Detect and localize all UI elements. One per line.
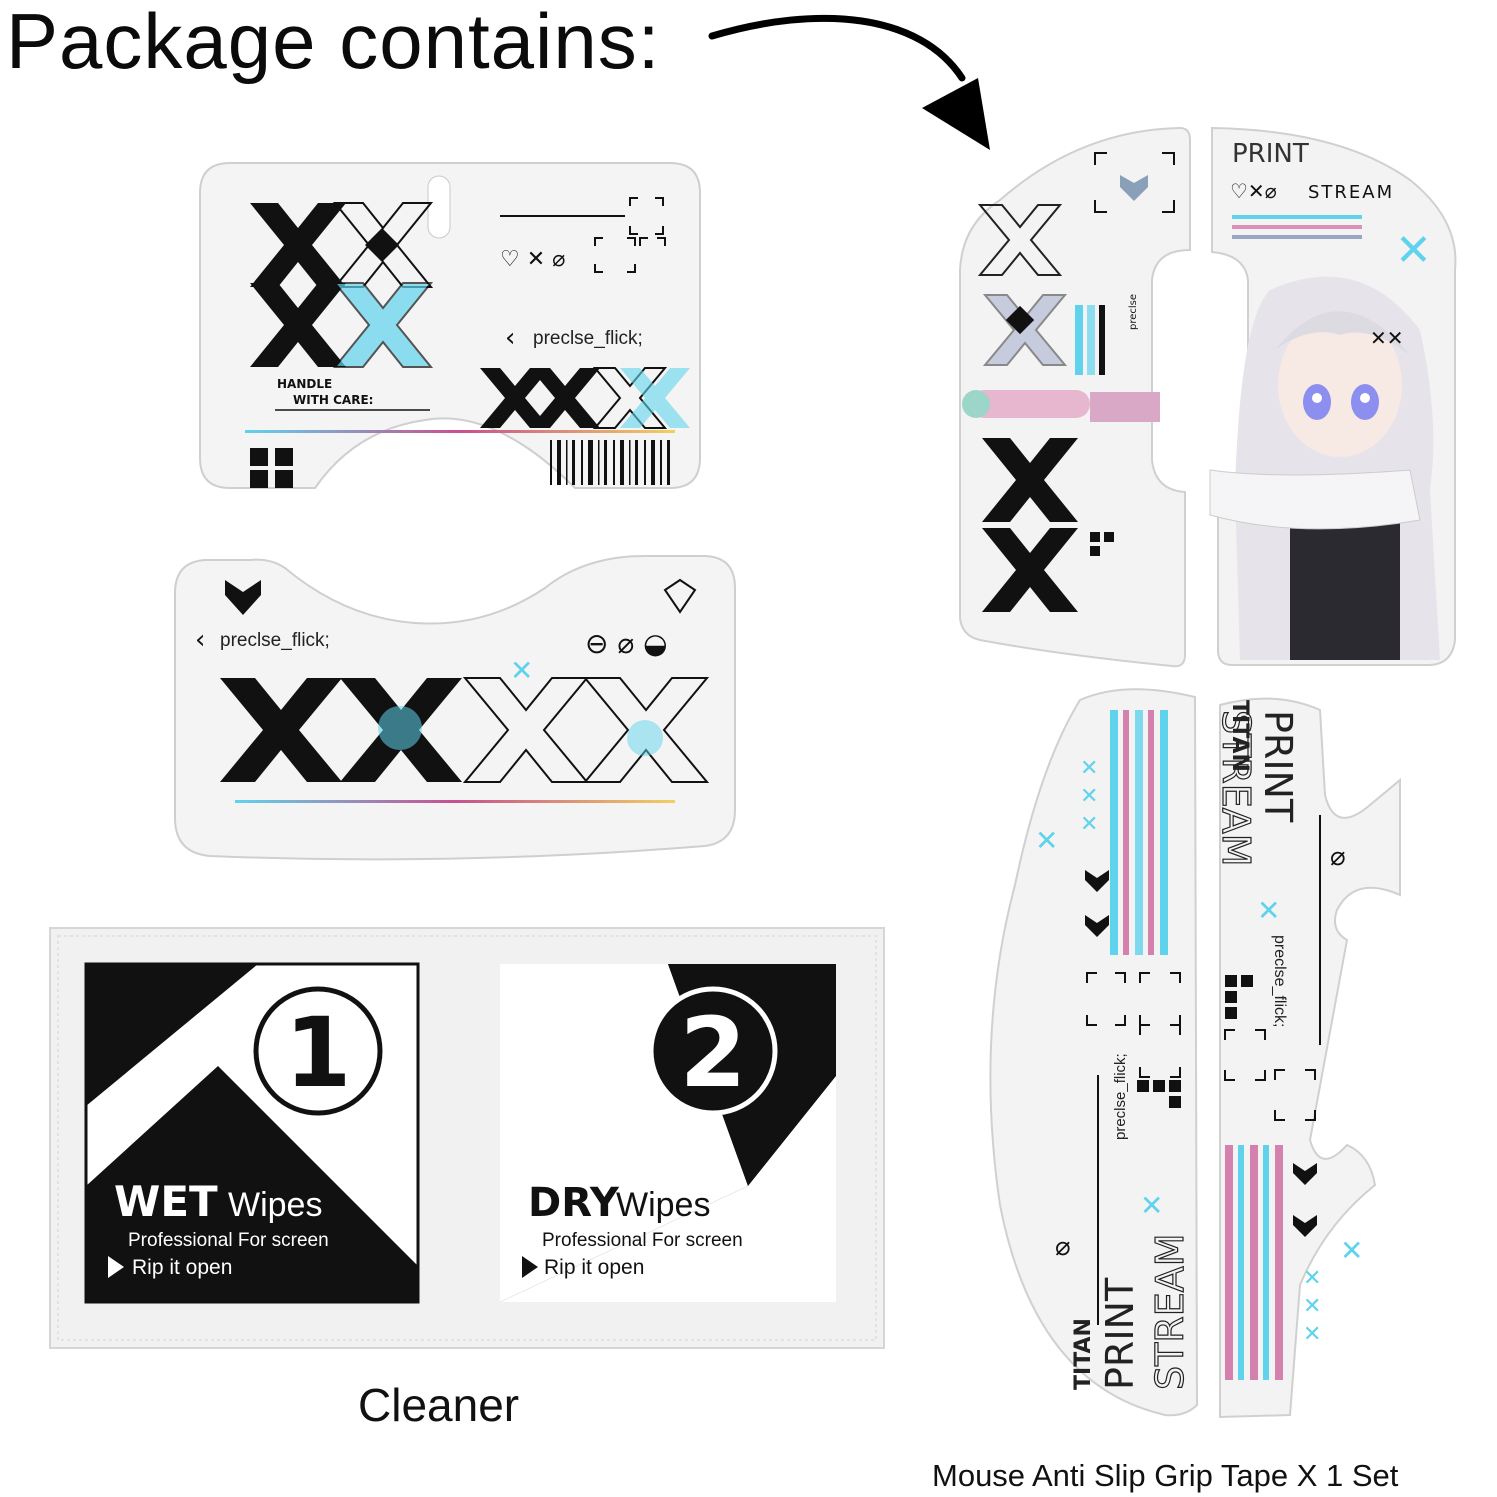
wipe-type-light: Wipes (228, 1186, 322, 1224)
care-label-line1: HANDLE (277, 377, 332, 391)
svg-text:✕✕: ✕✕ (1370, 326, 1404, 350)
tagline-text: preclse_flick; (1271, 935, 1288, 1027)
brand-stream-text: STREAM (1148, 1233, 1192, 1390)
wipe-action: Rip it open (544, 1256, 644, 1279)
svg-text:⌀: ⌀ (1055, 1232, 1071, 1262)
svg-text:✕: ✕ (1140, 1189, 1163, 1222)
svg-text:⊖ ⌀ ◒: ⊖ ⌀ ◒ (585, 627, 668, 660)
care-label-line2: WITH CARE: (293, 393, 373, 407)
tagline-text: preclse_flick; (1112, 1053, 1129, 1140)
x-pattern-icon (250, 202, 434, 368)
wipe-type-light: Wipes (616, 1186, 710, 1224)
brand-stream-text: STREAM (1214, 710, 1258, 867)
svg-text:✕: ✕ (1080, 784, 1098, 809)
wet-wipe-panel: 1 WET Wipes Professional For screen Rip … (84, 962, 420, 1304)
micro-brand-text: preclse (1128, 294, 1139, 330)
cleaner-caption: Cleaner (358, 1379, 520, 1431)
svg-text:♡ ✕ ⌀: ♡ ✕ ⌀ (500, 247, 565, 272)
wipe-number-1: 1 (285, 997, 352, 1109)
svg-text:✕: ✕ (510, 654, 533, 687)
grip-sticker-bottom-right: ✕ ✕ ✕ preclse_flick; PRINT STREAM TITAN … (989, 688, 1401, 1419)
svg-text:✕: ✕ (1340, 1234, 1363, 1267)
brand-print-text: PRINT (1098, 1277, 1142, 1390)
brand-print-text: PRINT (1256, 710, 1300, 823)
svg-text:♡✕⌀: ♡✕⌀ (1230, 179, 1277, 203)
wipe-type-bold: DRY (528, 1180, 620, 1226)
grip-sticker-top-left: ♡ ✕ ⌀ ‹ preclse_flick; HANDLE WITH CARE: (199, 162, 701, 489)
tagline-text: preclse_flick; (533, 328, 643, 349)
svg-text:✕: ✕ (1303, 1322, 1321, 1347)
cleaning-wipes-package: 1 WET Wipes Professional For screen Rip … (49, 927, 885, 1349)
svg-text:✕: ✕ (1257, 894, 1280, 927)
svg-text:✕: ✕ (1035, 824, 1058, 857)
brand-stream-text: STREAM (1308, 182, 1394, 203)
anime-character-illustration: ✕✕ (1209, 276, 1440, 660)
svg-text:✕: ✕ (1395, 225, 1432, 276)
svg-text:✕: ✕ (1080, 756, 1098, 781)
grip-sticker-top-right: preclse PRINT ♡✕⌀ STREAM ✕ ✕✕ (959, 126, 1457, 668)
brand-print-text: PRINT (1232, 139, 1309, 169)
grip-set-caption: Mouse Anti Slip Grip Tape X 1 Set (932, 1458, 1399, 1493)
svg-text:‹: ‹ (505, 323, 515, 353)
curved-arrow-icon (708, 14, 990, 150)
maker-text: TITAN (1227, 700, 1252, 772)
svg-text:⌀: ⌀ (1330, 842, 1346, 872)
wipe-number-2: 2 (680, 997, 747, 1109)
wipe-subtitle: Professional For screen (128, 1230, 329, 1251)
svg-text:✕: ✕ (1303, 1294, 1321, 1319)
svg-text:‹: ‹ (195, 625, 205, 655)
svg-text:✕: ✕ (1303, 1266, 1321, 1291)
wipe-subtitle: Professional For screen (542, 1230, 743, 1251)
wipe-type-bold: WET (114, 1177, 218, 1226)
maker-text: TITAN (1071, 1318, 1096, 1390)
dry-wipe-panel: 2 DRY Wipes Professional For screen Rip … (500, 964, 836, 1302)
svg-text:✕: ✕ (1080, 812, 1098, 837)
grip-sticker-middle-left: ‹ preclse_flick; ⊖ ⌀ ◒ ✕ (174, 555, 736, 861)
wipe-action: Rip it open (132, 1256, 232, 1279)
tagline-text: preclse_flick; (220, 630, 330, 651)
page-title: Package contains: (6, 0, 661, 85)
